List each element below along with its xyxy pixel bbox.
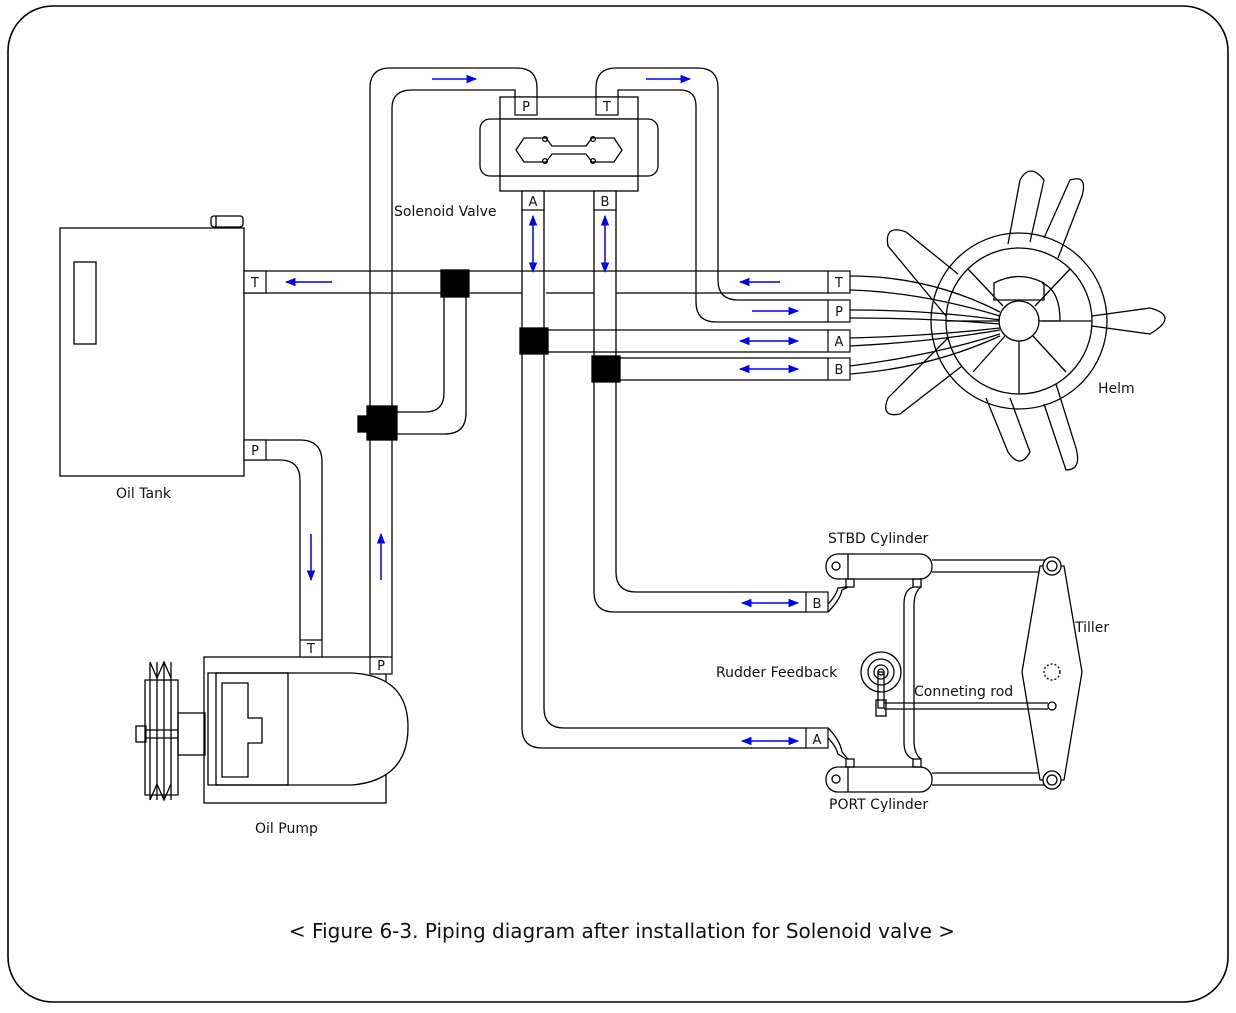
oil-pump [135, 656, 409, 804]
label-conneting-rod: Conneting rod [914, 684, 1013, 700]
helm-wheel [849, 170, 1166, 471]
port-label-valve-a: A [529, 195, 538, 210]
port-label-tank-t: T [250, 276, 259, 291]
port-label-pump-t: T [306, 642, 315, 657]
port-label-valve-p: P [522, 100, 530, 115]
port-label-port-a: A [813, 733, 822, 748]
label-oil-pump: Oil Pump [255, 821, 318, 837]
port-label-valve-b: B [601, 195, 610, 210]
pump-pressure-pipe [369, 67, 538, 657]
junction-block-b [591, 355, 621, 383]
label-oil-tank: Oil Tank [116, 486, 172, 502]
valve-a-pipe [521, 191, 806, 749]
oil-tank [59, 215, 245, 477]
port-label-valve-t: T [602, 100, 611, 115]
figure-caption: < Figure 6-3. Piping diagram after insta… [289, 919, 955, 943]
relief-valve-block [366, 405, 398, 441]
junction-block-tank-return [440, 269, 470, 298]
figure-border [7, 5, 1229, 1003]
port-label-pump-p: P [377, 659, 385, 674]
junction-block-a [519, 327, 549, 355]
stbd-cylinder [825, 553, 1052, 613]
port-cylinder [825, 727, 1052, 793]
label-helm: Helm [1098, 381, 1135, 397]
port-label-helm-b: B [835, 363, 844, 378]
label-rudder-feedback: Rudder Feedback [716, 665, 838, 681]
port-label-tank-p: P [251, 444, 259, 459]
pump-suction-pipe [244, 439, 323, 640]
rudder-feedback-unit [860, 651, 902, 717]
tiller [1021, 556, 1083, 790]
label-port-cylinder: PORT Cylinder [829, 797, 928, 813]
conneting-rod [884, 702, 1048, 710]
solenoid-valve [479, 96, 659, 192]
label-tiller: Tiller [1074, 620, 1109, 636]
valve-b-pipe [593, 191, 806, 613]
relief-branch-pipe [392, 293, 467, 435]
valve-return-pipe [595, 67, 828, 323]
port-label-stbd-b: B [813, 597, 822, 612]
port-label-helm-p: P [835, 305, 843, 320]
label-solenoid-valve: Solenoid Valve [394, 204, 496, 220]
port-label-helm-a: A [835, 335, 844, 350]
port-label-helm-t: T [834, 276, 843, 291]
label-stbd-cylinder: STBD Cylinder [828, 531, 928, 547]
